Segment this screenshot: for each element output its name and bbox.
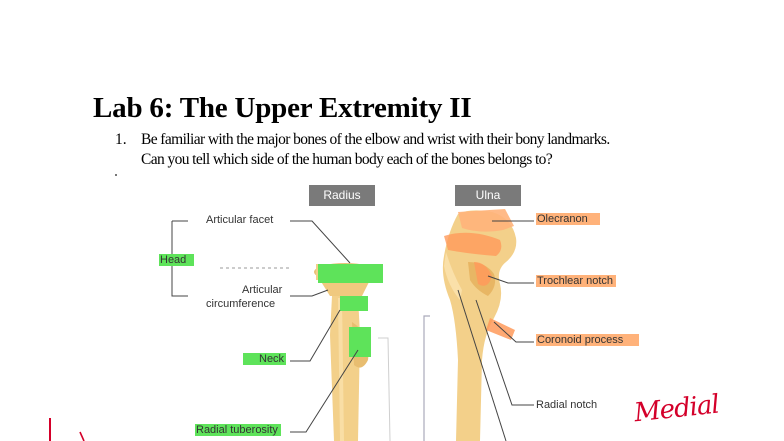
tuberosity-highlight xyxy=(349,327,371,357)
olecranon-highlight xyxy=(458,209,514,232)
pen-stroke-2 xyxy=(378,337,391,441)
question-text-line-1: Be familiar with the major bones of the … xyxy=(141,131,610,148)
page-title: Lab 6: The Upper Extremity II xyxy=(93,92,472,124)
label-trochlear-notch: Trochlear notch xyxy=(536,275,617,287)
label-articular-facet: Articular facet xyxy=(206,214,274,226)
ulna-leader-lines xyxy=(457,220,534,441)
label-articular-circumference-2: circumference xyxy=(206,298,276,310)
articular-circumference-highlight xyxy=(340,296,368,311)
label-olecranon: Olecranon xyxy=(536,213,600,225)
stray-mark xyxy=(115,174,117,176)
label-radial-tuberosity: Radial tuberosity xyxy=(195,424,281,436)
label-articular-circumference-1: Articular xyxy=(242,284,283,296)
olecranon-highlight-2 xyxy=(444,232,502,256)
ulna-header: Ulna xyxy=(455,185,521,206)
label-radial-notch: Radial notch xyxy=(536,399,598,411)
red-pen-mark-2 xyxy=(79,431,85,441)
label-neck: Neck xyxy=(243,353,287,365)
radius-leader-lines xyxy=(171,220,359,433)
label-coronoid-process: Coronoid process xyxy=(536,334,640,346)
question-text-line-2: Can you tell which side of the human bod… xyxy=(141,151,553,168)
question-number: 1. xyxy=(115,131,127,148)
trochlear-notch-highlight xyxy=(474,262,492,286)
head-highlight xyxy=(318,264,383,283)
radius-header: Radius xyxy=(309,185,375,206)
pen-stroke xyxy=(423,315,430,441)
label-head: Head xyxy=(159,254,195,266)
